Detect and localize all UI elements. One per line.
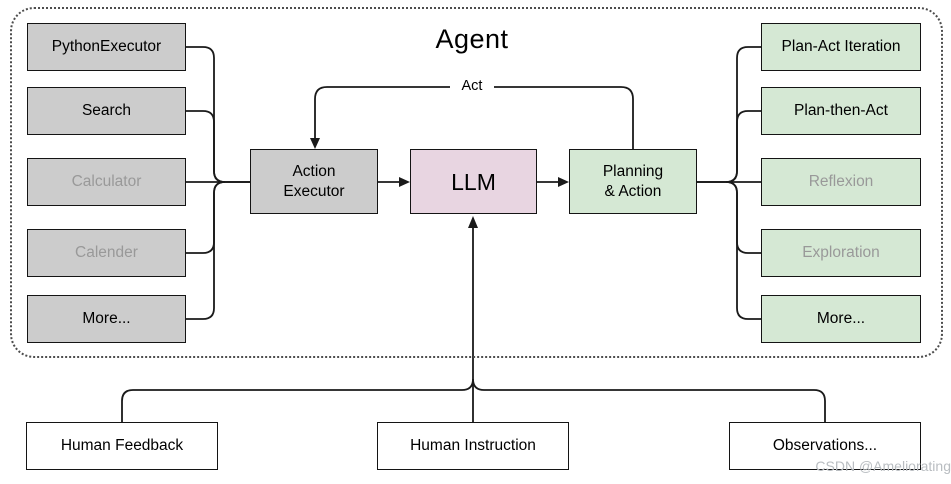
arrowhead-instruction-llm [468,216,478,228]
watermark: CSDN @Ameliorating [815,458,951,474]
arrowhead-act [310,138,320,149]
node-exploration: Exploration [761,229,921,277]
node-pythonexecutor: PythonExecutor [27,23,186,71]
node-action-executor: Action Executor [250,149,378,214]
node-planning-action: Planning & Action [569,149,697,214]
agent-boundary [10,7,943,358]
node-observations: Observations... [729,422,921,470]
node-calculator: Calculator [27,158,186,206]
diagram-title: Agent [435,24,509,54]
arrowhead-executor-llm [399,177,410,187]
node-human-instruction: Human Instruction [377,422,569,470]
edge-strategies-more [725,181,761,320]
edge-feedback-merge [121,378,474,422]
node-reflexion: Reflexion [761,158,921,206]
node-calender: Calender [27,229,186,277]
node-plan-act-iteration: Plan-Act Iteration [761,23,921,71]
edge-tools-more [186,181,226,320]
node-llm: LLM [410,149,537,214]
node-plan-then-act: Plan-then-Act [761,87,921,135]
act-edge-label: Act [450,78,494,94]
edge-search [186,110,226,183]
node-human-feedback: Human Feedback [26,422,218,470]
edge-observations-merge [472,378,826,422]
node-tools-more: More... [27,295,186,343]
node-strategies-more: More... [761,295,921,343]
edge-plan-then-act [725,110,761,183]
arrowhead-llm-planning [558,177,569,187]
node-search: Search [27,87,186,135]
